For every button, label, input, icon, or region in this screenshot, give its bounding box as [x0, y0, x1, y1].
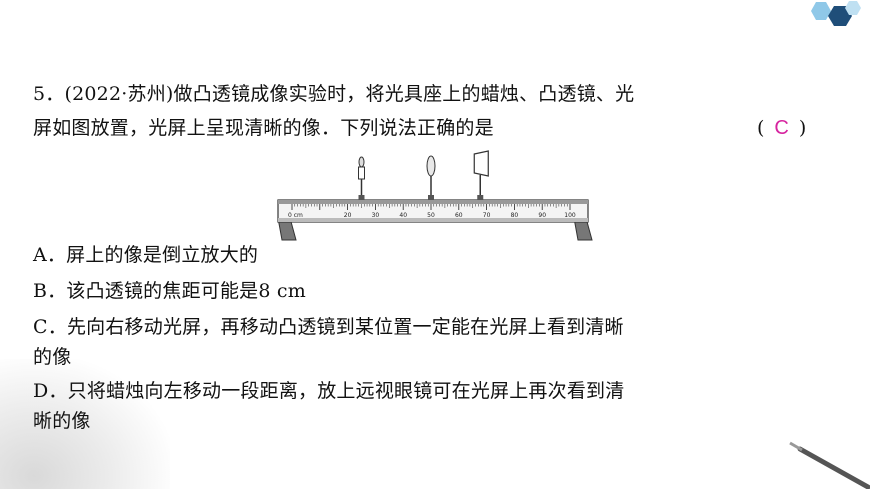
- ruler-ticks: [291, 204, 571, 210]
- option-a: A．屏上的像是倒立放大的: [33, 244, 259, 266]
- ruler-tick-label: 80: [511, 212, 519, 219]
- bracket-open: (: [757, 117, 765, 139]
- ruler-tick-label: 40: [399, 212, 407, 219]
- ruler-tick-label: 100: [564, 212, 576, 219]
- answer-choice: C: [774, 117, 789, 139]
- ruler-tick-label: 20: [344, 212, 352, 219]
- ruler-tick-labels: 20 30 40 50 60 70 80 90 100: [344, 212, 576, 219]
- ruler-unit-label: 0 cm: [288, 212, 303, 219]
- bracket-close: ): [798, 117, 807, 139]
- ruler-tick-label: 30: [372, 212, 380, 219]
- option-c-line-2: 的像: [33, 346, 72, 368]
- ruler-tick-label: 50: [427, 212, 435, 219]
- corner-flower-decoration: [0, 359, 170, 489]
- convex-lens-icon: [426, 155, 436, 200]
- option-c-line-1: C．先向右移动光屏，再移动凸透镜到某位置一定能在光屏上看到清晰: [33, 316, 624, 338]
- hexagon-decoration-icon: [811, 1, 861, 26]
- option-d-line-1: D．只将蜡烛向左移动一段距离，放上远视眼镜可在光屏上再次看到清: [33, 380, 625, 402]
- question-line-2: 屏如图放置，光屏上呈现清晰的像．下列说法正确的是: [33, 117, 494, 139]
- light-screen-icon: [473, 150, 489, 200]
- option-b: B．该凸透镜的焦距可能是8 cm: [33, 280, 306, 302]
- ruler-tick-label: 70: [483, 212, 491, 219]
- question-line-1: 5．(2022·苏州)做凸透镜成像实验时，将光具座上的蜡烛、凸透镜、光: [33, 83, 635, 105]
- ruler-tick-label: 90: [538, 212, 546, 219]
- candle-icon: [358, 156, 365, 200]
- option-d-line-2: 晰的像: [33, 410, 91, 432]
- answer-bracket: ( C): [757, 116, 806, 140]
- optical-bench-figure: 0 cm 20 30 40 50 60 70 80 90 100: [277, 150, 593, 241]
- pen-decoration-icon: [789, 441, 870, 489]
- ruler-tick-label: 60: [455, 212, 463, 219]
